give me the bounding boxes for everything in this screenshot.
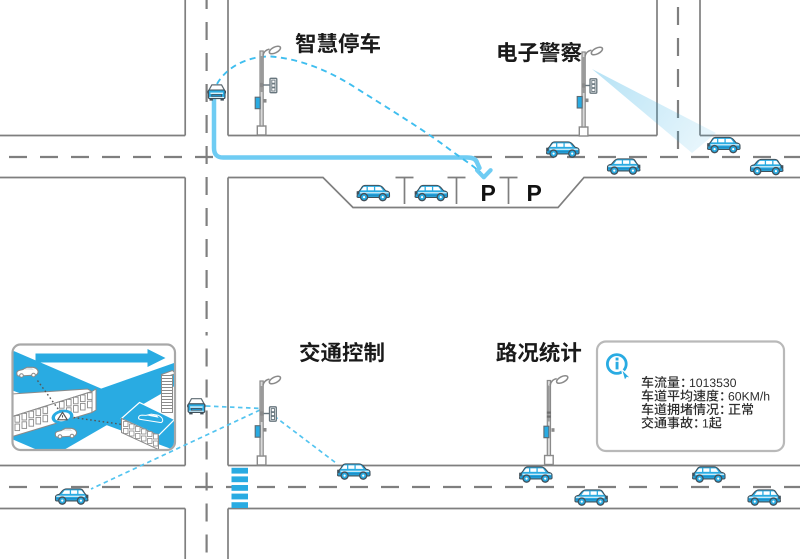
svg-text:P: P [481, 180, 496, 206]
svg-text:P: P [527, 180, 542, 206]
